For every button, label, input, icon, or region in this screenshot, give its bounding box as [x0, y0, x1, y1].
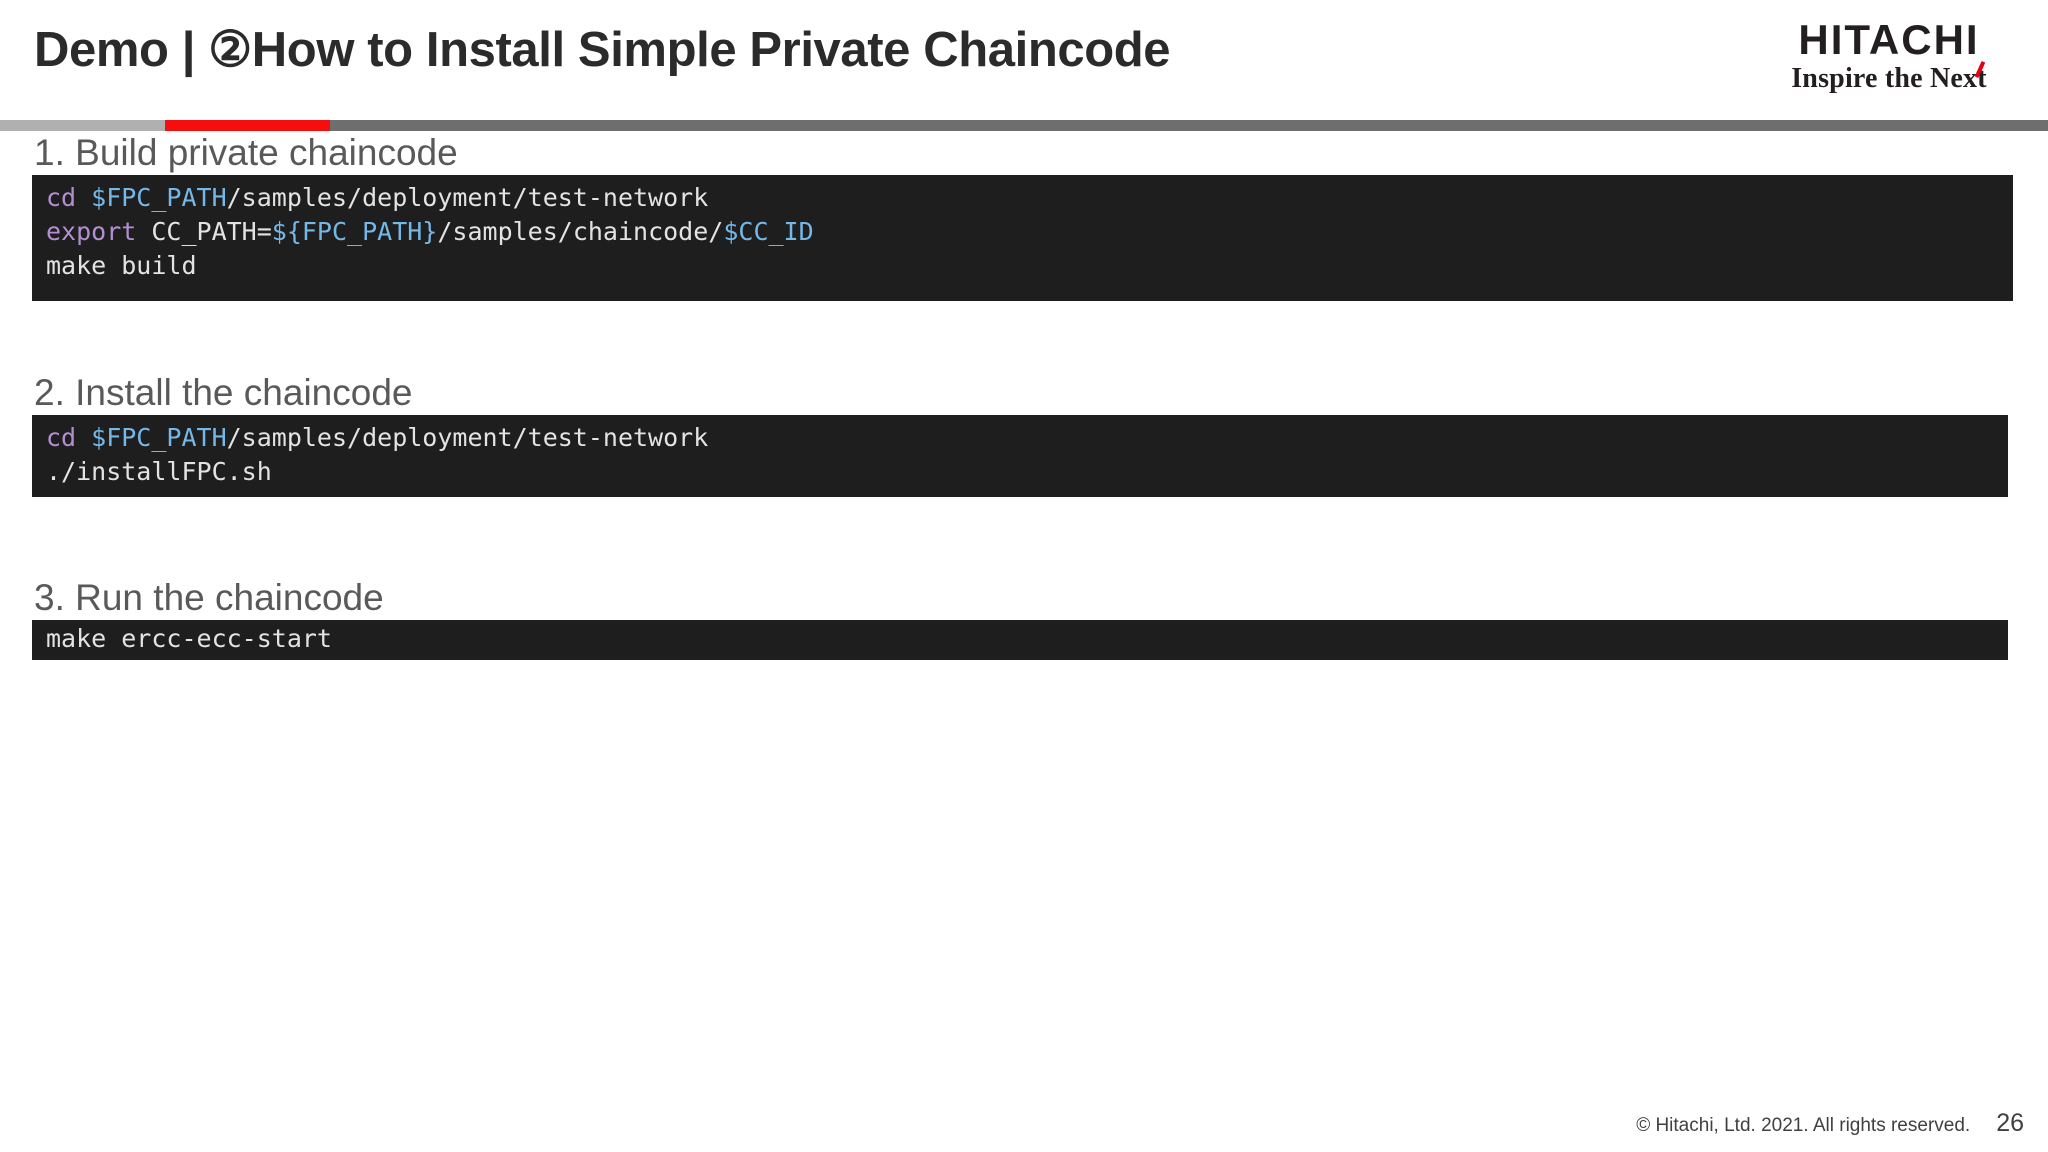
slide-footer: © Hitachi, Ltd. 2021. All rights reserve…	[1636, 1109, 2024, 1138]
logo-tagline-wrap: Inspire the Next	[1791, 60, 1987, 94]
code-token-variable: $FPC_PATH	[91, 183, 227, 212]
code-line: export CC_PATH=${FPC_PATH}/samples/chain…	[46, 215, 2013, 249]
code-token-plain: make ercc-ecc-start	[46, 624, 332, 653]
code-line: ./installFPC.sh	[46, 455, 2008, 489]
header-divider-bar	[0, 120, 2048, 131]
code-token-plain: make build	[46, 251, 197, 280]
code-token-plain: /samples/deployment/test-network	[226, 423, 709, 452]
code-token-plain: CC_PATH=	[151, 217, 272, 246]
code-block: make ercc-ecc-start	[32, 620, 2008, 660]
code-token-variable: $CC_ID	[723, 217, 814, 246]
copyright-text: © Hitachi, Ltd. 2021. All rights reserve…	[1636, 1115, 1971, 1136]
code-line: cd $FPC_PATH/samples/deployment/test-net…	[46, 181, 2013, 215]
code-block: cd $FPC_PATH/samples/deployment/test-net…	[32, 415, 2008, 497]
divider-segment-light	[0, 120, 165, 131]
page-number: 26	[1996, 1109, 2024, 1137]
slide-header: Demo | ②How to Install Simple Private Ch…	[0, 0, 2048, 120]
code-token-keyword: cd	[46, 183, 92, 212]
code-token-keyword: cd	[46, 423, 92, 452]
code-token-variable: ${FPC_PATH}	[271, 217, 438, 246]
section-heading: 1. Build private chaincode	[34, 132, 458, 173]
code-token-keyword: export	[46, 217, 152, 246]
code-token-variable: $FPC_PATH	[91, 423, 227, 452]
code-token-plain: /samples/deployment/test-network	[226, 183, 709, 212]
code-line: make build	[46, 249, 2013, 283]
section-heading: 3. Run the chaincode	[34, 577, 384, 618]
page-title: Demo | ②How to Install Simple Private Ch…	[34, 23, 1171, 77]
code-token-plain: ./installFPC.sh	[46, 457, 272, 486]
code-block: cd $FPC_PATH/samples/deployment/test-net…	[32, 175, 2013, 301]
code-token-plain: /samples/chaincode/	[437, 217, 724, 246]
code-line: make ercc-ecc-start	[46, 622, 2008, 656]
section-build-private-chaincode: 1. Build private chaincode cd $FPC_PATH/…	[0, 131, 2048, 301]
section-install-the-chaincode: 2. Install the chaincode cd $FPC_PATH/sa…	[0, 371, 2048, 497]
divider-segment-dark	[330, 120, 2048, 131]
hitachi-logo: HITACHI Inspire the Next	[1754, 18, 2024, 94]
code-line: cd $FPC_PATH/samples/deployment/test-net…	[46, 421, 2008, 455]
logo-wordmark: HITACHI	[1798, 16, 1980, 63]
section-heading: 2. Install the chaincode	[34, 372, 413, 413]
logo-tagline: Inspire the Next	[1791, 63, 1987, 94]
divider-segment-red	[165, 120, 330, 131]
section-run-the-chaincode: 3. Run the chaincode make ercc-ecc-start	[0, 576, 2048, 660]
